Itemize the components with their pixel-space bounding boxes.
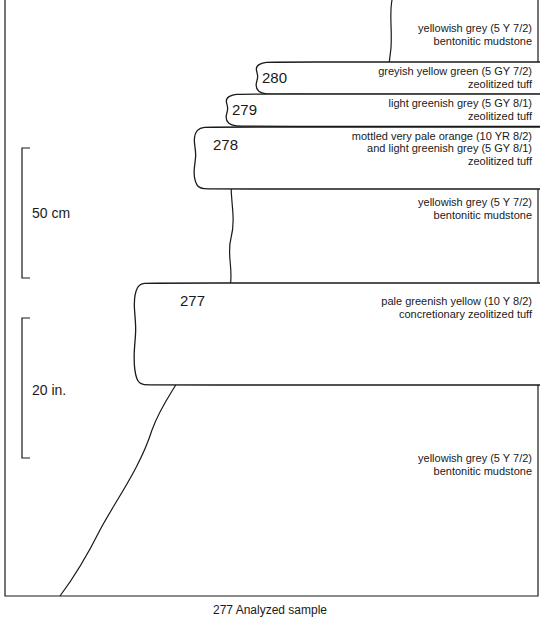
rock-description: yellowish grey (5 Y 7/2) bentonitic muds… (407, 196, 532, 221)
sample-number: 279 (232, 102, 257, 119)
bed-edge (194, 127, 540, 189)
tuff-bed: 279 light greenish grey (5 GY 8/1) zeolit… (222, 94, 538, 126)
bed-description: mottled very pale orange (10 YR 8/2) and… (342, 130, 532, 168)
rock-description: yellowish grey (5 Y 7/2) bentonitic muds… (407, 22, 532, 47)
bed-description: light greenish grey (5 GY 8/1) zeolitize… (367, 97, 532, 122)
scale-label: 50 cm (32, 205, 112, 221)
bed-edge (226, 94, 540, 126)
scale-label: 20 in. (32, 382, 112, 398)
bed-edge (256, 62, 540, 94)
bed-description: pale greenish yellow (10 Y 8/2) concreti… (367, 295, 532, 320)
sample-number: 278 (213, 137, 238, 154)
weathering-profile (60, 378, 180, 596)
scale-bracket (22, 148, 30, 278)
sample-number: 280 (262, 70, 287, 87)
tuff-bed: 278 mottled very pale orange (10 YR 8/2) … (190, 127, 538, 189)
tuff-bed: 277 pale greenish yellow (10 Y 8/2) concr… (130, 283, 538, 385)
bed-edge (134, 283, 540, 385)
scale-bracket (22, 318, 30, 458)
figure-caption: 277 Analyzed sample (0, 603, 540, 617)
tuff-bed: 280 greyish yellow green (5 GY 7/2) zeoli… (252, 62, 538, 94)
rock-description: yellowish grey (5 Y 7/2) bentonitic muds… (407, 452, 532, 477)
sample-number: 277 (180, 293, 205, 310)
bed-description: greyish yellow green (5 GY 7/2) zeolitiz… (367, 65, 532, 90)
